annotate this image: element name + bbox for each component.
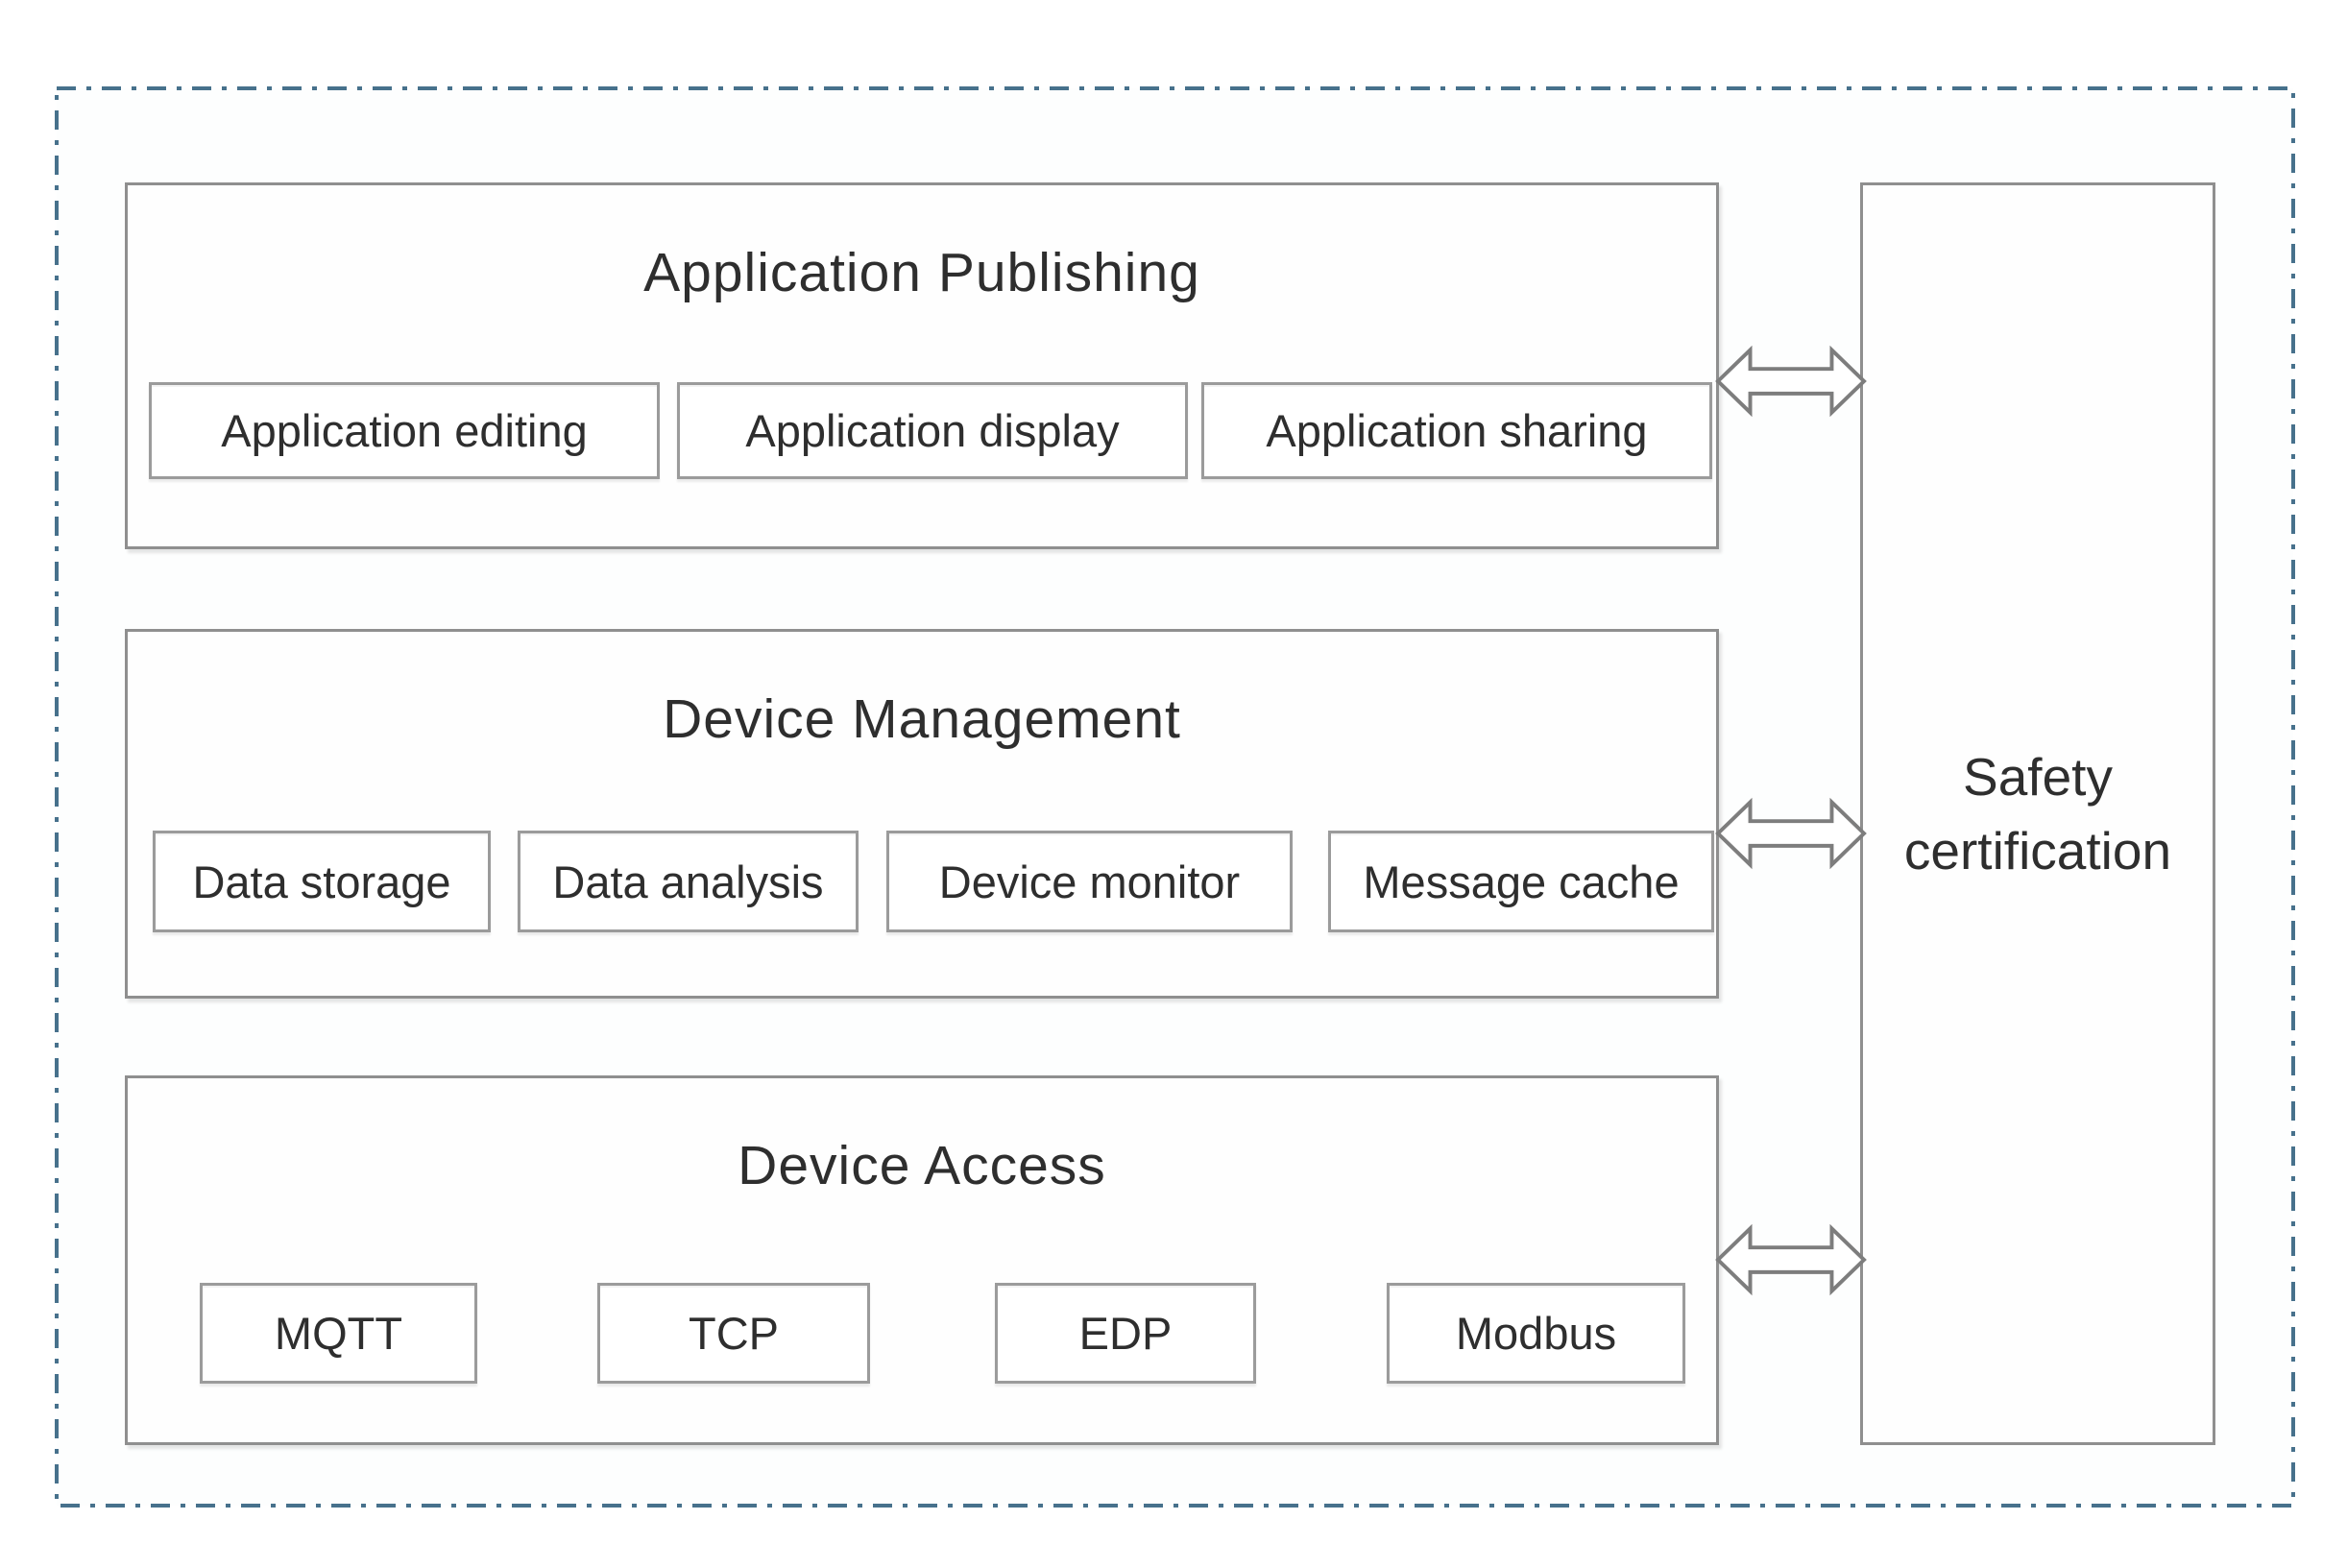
bidirectional-arrow-icon-publishing bbox=[1715, 345, 1867, 418]
chip-application-display: Application display bbox=[677, 382, 1188, 479]
chip-mqtt: MQTT bbox=[200, 1283, 477, 1384]
layer-application-publishing: Application Publishing Application editi… bbox=[125, 182, 1719, 549]
layer-device-management: Device Management Data storage Data anal… bbox=[125, 629, 1719, 999]
safety-certification-label: Safety certification bbox=[1903, 746, 2172, 880]
layer-title: Device Access bbox=[738, 1135, 1106, 1196]
chip-device-monitor: Device monitor bbox=[886, 831, 1293, 932]
safety-certification-box: Safety certification bbox=[1860, 182, 2215, 1445]
bidirectional-arrow-icon-access bbox=[1715, 1223, 1867, 1296]
layer-title: Application Publishing bbox=[643, 242, 1200, 303]
layer-title: Device Management bbox=[663, 688, 1181, 750]
bidirectional-arrow-icon-management bbox=[1715, 797, 1867, 870]
chip-edp: EDP bbox=[995, 1283, 1256, 1384]
chip-tcp: TCP bbox=[597, 1283, 870, 1384]
chip-message-cache: Message cache bbox=[1328, 831, 1714, 932]
chip-modbus: Modbus bbox=[1387, 1283, 1685, 1384]
chip-application-sharing: Application sharing bbox=[1201, 382, 1712, 479]
layer-device-access: Device Access MQTT TCP EDP Modbus bbox=[125, 1075, 1719, 1445]
chip-data-analysis: Data analysis bbox=[518, 831, 859, 932]
chip-application-editing: Application editing bbox=[149, 382, 660, 479]
chip-data-storage: Data storage bbox=[153, 831, 491, 932]
